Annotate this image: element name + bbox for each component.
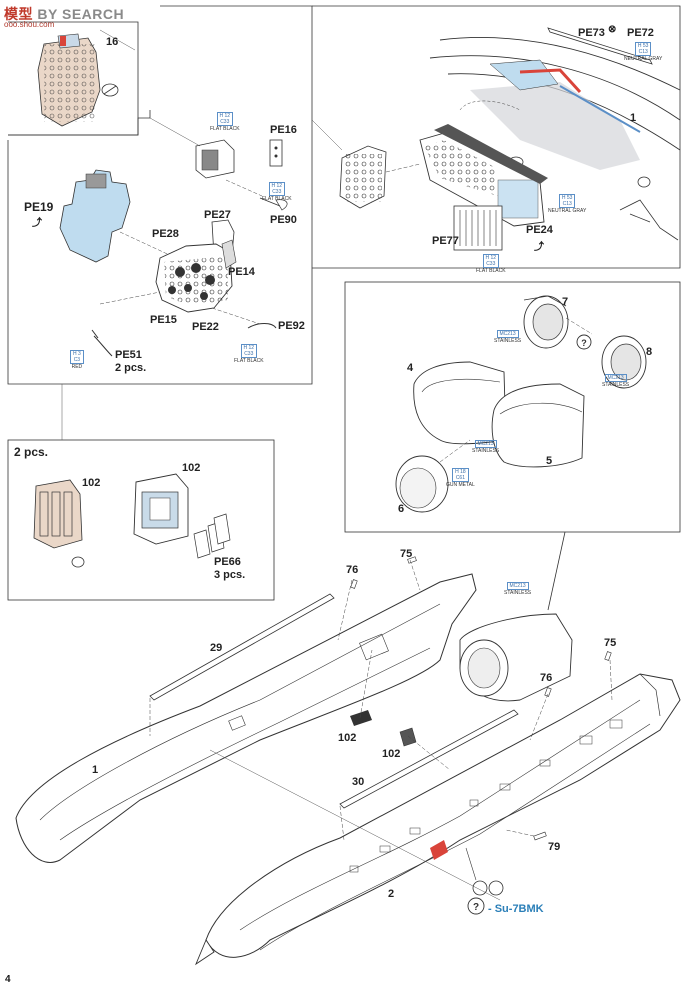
label-4: 4	[407, 362, 414, 374]
seat-detail	[33, 473, 231, 568]
label-pe51-qty: 2 pcs.	[115, 362, 147, 374]
label-pe22: PE22	[192, 321, 219, 333]
part-16-panel	[37, 29, 136, 127]
no-icon: ⊗	[608, 24, 617, 35]
bend-arrow-icon: ⤴	[534, 242, 544, 253]
cockpit-tub	[149, 117, 288, 211]
label-76-a: 76	[346, 564, 359, 576]
label-pe66-qty: 3 pcs.	[214, 569, 246, 581]
engine-parts: ?	[395, 295, 647, 513]
label-30: 30	[352, 776, 365, 788]
watermark: 模型 BY SEARCH	[4, 4, 124, 24]
panel-frames	[7, 5, 681, 611]
label-6: 6	[398, 503, 405, 515]
label-1-top: 1	[630, 112, 637, 124]
pe19-panel	[59, 169, 177, 263]
cockpit-panel-frame	[7, 5, 313, 385]
label-75-b: 75	[604, 637, 617, 649]
label-29: 29	[210, 642, 223, 654]
variant-note: - Su-7BMK	[488, 903, 544, 915]
label-pe16: PE16	[270, 124, 297, 136]
label-102-c: 102	[338, 732, 357, 744]
label-1-bottom: 1	[92, 764, 99, 776]
watermark-en: BY SEARCH	[37, 6, 125, 22]
watermark-cn: 模型	[4, 6, 33, 22]
label-pe72: PE72	[627, 27, 654, 39]
label-102-d: 102	[382, 748, 401, 760]
label-pe90: PE90	[270, 214, 297, 226]
label-75-a: 75	[400, 548, 413, 560]
leader-lines	[61, 384, 501, 901]
label-pe66: PE66	[214, 556, 241, 568]
label-pe15: PE15	[150, 314, 177, 326]
label-102-b: 102	[182, 462, 201, 474]
label-2: 2	[388, 888, 395, 900]
label-pe51: PE51	[115, 349, 142, 361]
label-7: 7	[562, 296, 569, 308]
label-pe24: PE24	[526, 224, 553, 236]
bend-arrow-icon: ⤴	[32, 218, 42, 229]
seat-detail-frame	[7, 439, 275, 601]
label-16: 16	[106, 36, 119, 48]
label-76-b: 76	[540, 672, 553, 684]
label-pe77: PE77	[432, 235, 459, 247]
fuselage-halves: ?	[15, 556, 681, 966]
instrument-panel-assembly	[91, 219, 277, 357]
label-2-pcs: 2 pcs.	[14, 445, 49, 459]
label-pe73: PE73	[578, 27, 605, 39]
svg-text:?: ?	[581, 338, 587, 348]
label-5: 5	[546, 455, 553, 467]
label-79: 79	[548, 841, 561, 853]
fuselage-nose-section	[429, 27, 681, 241]
page-number: 4	[5, 974, 11, 985]
engine-panel-frame	[344, 281, 681, 533]
label-pe92: PE92	[278, 320, 305, 332]
watermark-url: ooo.shou.com	[4, 20, 55, 29]
label-pe19: PE19	[24, 200, 54, 214]
svg-text:?: ?	[473, 902, 479, 913]
label-pe28: PE28	[152, 228, 179, 240]
label-102-a: 102	[82, 477, 101, 489]
label-8: 8	[646, 346, 653, 358]
top-right-panel-frame	[312, 5, 681, 269]
cockpit-side-panels	[311, 119, 548, 251]
label-pe27: PE27	[204, 209, 231, 221]
label-pe14: PE14	[228, 266, 255, 278]
